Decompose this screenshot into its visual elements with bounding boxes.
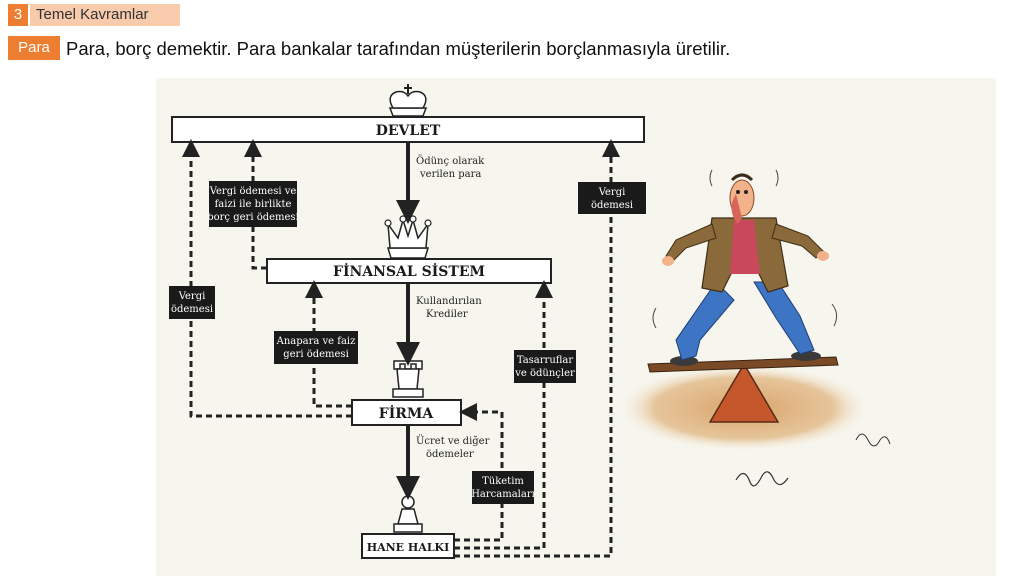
dashed-hane-to-devlet [454, 139, 620, 558]
tag-anapara: Anapara ve faiz geri ödemesi [274, 331, 358, 364]
tag-tasarruf-line2: ve ödünçler [514, 368, 575, 379]
hane-halki-label: HANE HALKI [367, 541, 450, 554]
dashed-hane-to-finansal [454, 280, 553, 550]
king-piece-icon [388, 84, 428, 117]
balancing-man-illustration [616, 169, 891, 487]
dashed-firma-to-devlet [182, 139, 352, 418]
firma-label: FİRMA [379, 403, 435, 422]
devlet-label: DEVLET [376, 123, 441, 139]
tag-vergi-left-line2: ödemesi [171, 304, 213, 315]
odunc-label-line2: verilen para [419, 169, 481, 180]
slide-headline: Para, borç demektir. Para bankalar taraf… [66, 38, 731, 59]
rook-piece-icon [392, 360, 424, 398]
tag-vergi-borc-line3: borç geri ödemesi [207, 212, 299, 223]
hane-halki-box [361, 533, 455, 559]
topic-label-badge: Para [8, 36, 60, 60]
queen-piece-icon [384, 215, 432, 259]
tag-tuketim-line2: Harcamaları [471, 489, 535, 500]
kullandirilan-label-line1: Kullandırılan [416, 296, 482, 307]
tag-vergi-right-line2: ödemesi [591, 200, 633, 211]
tag-vergi-borc-line2: faizi ile birlikte [215, 199, 292, 210]
tag-vergi-left: Vergi ödemesi [169, 286, 215, 319]
tag-vergi-right: Vergi ödemesi [578, 182, 646, 214]
tag-tasarruf: Tasarruflar ve ödünçler [514, 350, 576, 383]
section-title-badge: Temel Kavramlar [30, 4, 180, 26]
money-flow-figure: DEVLET FİNANSAL SİSTEM FİRMA HANE HALKI … [156, 78, 996, 576]
tag-tasarruf-line1: Tasarruflar [517, 355, 574, 366]
tag-anapara-line1: Anapara ve faiz [276, 336, 356, 347]
finansal-sistem-label: FİNANSAL SİSTEM [333, 261, 485, 280]
dashed-firma-to-finansal [305, 280, 352, 408]
section-number-badge: 3 [8, 4, 28, 26]
tag-vergi-borc-line1: Vergi ödemesi ve [209, 186, 297, 197]
tag-vergi-borc: Vergi ödemesi ve faizi ile birlikte borç… [207, 181, 299, 227]
tag-tuketim: Tüketim Harcamaları [471, 471, 535, 504]
pawn-piece-icon [393, 495, 423, 533]
tag-vergi-left-line1: Vergi [178, 291, 206, 302]
odunc-label-line1: Ödünç olarak [416, 155, 485, 167]
tag-anapara-line2: geri ödemesi [283, 349, 349, 360]
ucret-label-line1: Ücret ve diğer [416, 435, 490, 447]
tag-vergi-right-line1: Vergi [598, 187, 626, 198]
ucret-label-line2: ödemeler [426, 449, 474, 460]
kullandirilan-label-line2: Krediler [426, 309, 468, 320]
tag-tuketim-line1: Tüketim [482, 476, 524, 487]
